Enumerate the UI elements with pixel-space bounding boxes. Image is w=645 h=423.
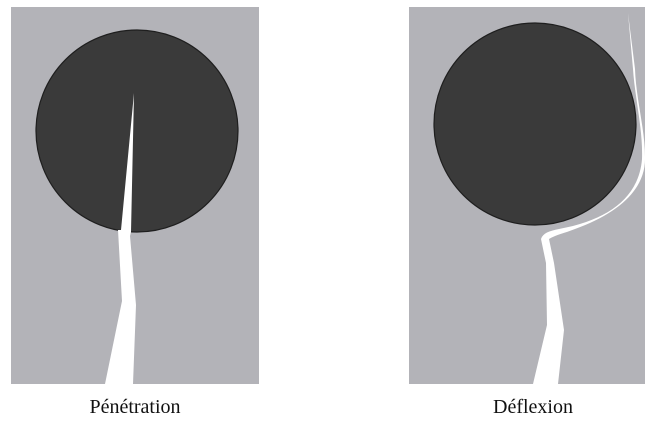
particle	[434, 23, 636, 225]
deflection-diagram	[409, 7, 645, 384]
particle	[36, 30, 238, 232]
deflection-panel	[409, 7, 645, 384]
deflection-caption: Déflexion	[409, 396, 645, 419]
penetration-caption: Pénétration	[11, 396, 259, 419]
penetration-diagram	[11, 7, 259, 384]
penetration-panel	[11, 7, 259, 384]
